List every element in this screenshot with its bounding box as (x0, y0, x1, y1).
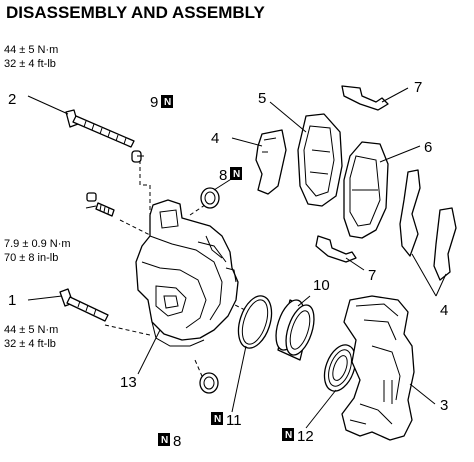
pad-shim-inner (255, 129, 287, 195)
callout-1: 1 (8, 292, 16, 309)
callout-5: 5 (258, 90, 266, 107)
badge-n-12: N (282, 428, 294, 441)
torque-bolt-1-ftlb: 32 ± 4 ft-lb (4, 338, 56, 350)
svg-text:N: N (285, 430, 292, 441)
callout-10: 10 (313, 277, 330, 294)
badge-n-11: N (211, 412, 223, 425)
guide-pin-bolt-lower (59, 288, 109, 322)
svg-text:N: N (233, 169, 240, 180)
guide-pin-boot-upper (200, 187, 220, 209)
callout-8-lower: 8 (173, 433, 181, 450)
badge-n-9: N (161, 95, 173, 108)
leader-lines (27, 87, 447, 429)
torque-bolt-2-nm: 44 ± 5 N·m (4, 44, 58, 56)
callout-4-right: 4 (440, 302, 448, 319)
torque-bolt-2-ftlb: 32 ± 4 ft-lb (4, 58, 56, 70)
guide-pin-bolt-upper (65, 109, 135, 148)
piston (275, 299, 315, 361)
callout-11: 11 (226, 412, 242, 429)
torque-bolt-1-nm: 44 ± 5 N·m (4, 324, 58, 336)
brake-pad-outer (343, 141, 389, 239)
pad-clip-lower (315, 235, 357, 263)
piston-boot (323, 344, 357, 392)
callout-8-upper: 8 (219, 167, 227, 184)
assembly-guide-lines (104, 160, 246, 384)
callout-3: 3 (440, 397, 448, 414)
brake-pad-inner (297, 113, 343, 207)
torque-bleeder-inlb: 70 ± 8 in-lb (4, 252, 58, 264)
callout-9: 9 (150, 94, 158, 111)
svg-text:N: N (214, 414, 221, 425)
callout-4-left: 4 (211, 130, 219, 147)
svg-text:N: N (161, 435, 168, 446)
callout-6: 6 (424, 139, 432, 156)
callout-7-upper: 7 (414, 79, 422, 96)
torque-bleeder-nm: 7.9 ± 0.9 N·m (4, 238, 71, 250)
caliper-body (135, 199, 239, 347)
piston-seal (237, 295, 273, 349)
badge-n-8-lower: N (158, 433, 170, 446)
callout-2: 2 (8, 91, 16, 108)
guide-pin-boot-lower (199, 372, 219, 394)
caliper-support-bracket (341, 295, 415, 441)
svg-text:N: N (164, 97, 171, 108)
page-title: DISASSEMBLY AND ASSEMBLY (6, 3, 265, 22)
pad-clip-upper (341, 85, 389, 111)
callout-7-lower: 7 (368, 267, 376, 284)
badge-n-8-upper: N (230, 167, 242, 180)
bleeder-screw (86, 192, 115, 217)
pad-shim-outer (399, 169, 457, 281)
callout-13: 13 (120, 374, 137, 391)
callout-12: 12 (297, 428, 314, 445)
